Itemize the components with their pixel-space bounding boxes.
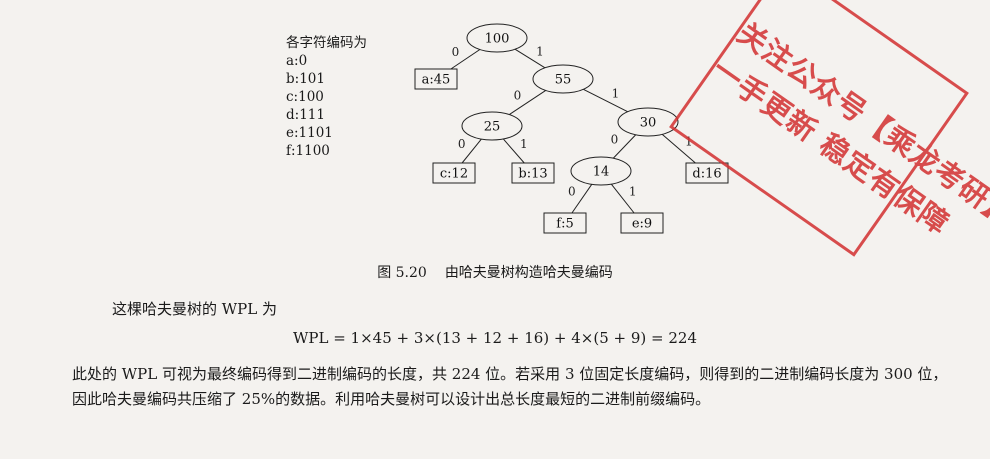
intro-text: 这棵哈夫曼树的 WPL 为 (112, 300, 278, 318)
edge-label: 1 (629, 185, 637, 199)
figure-number: 图 5.20 (377, 265, 427, 281)
edge-label: 0 (611, 133, 619, 147)
edge-label: 0 (514, 89, 522, 103)
leaf-node (620, 212, 664, 234)
node-label: 25 (484, 120, 501, 135)
tree-edge (571, 184, 593, 214)
node-label: a:45 (422, 73, 451, 88)
tree-edge (583, 88, 628, 113)
internal-node (570, 156, 632, 186)
tree-edge (502, 138, 525, 164)
code-item: d:111 (286, 107, 325, 123)
node-label: f:5 (556, 217, 573, 232)
leaf-node (414, 68, 458, 90)
code-item: e:1101 (286, 125, 333, 141)
node-label: 100 (485, 32, 510, 47)
node-label: 30 (640, 116, 657, 131)
node-label: b:13 (518, 167, 547, 182)
code-list-heading: 各字符编码为 (286, 35, 367, 51)
edge-label: 1 (520, 137, 528, 151)
node-label: d:16 (692, 167, 721, 182)
edge-label: 1 (612, 87, 620, 101)
code-item: f:1100 (286, 143, 330, 159)
leaf-node (543, 212, 587, 234)
node-label: 55 (555, 73, 572, 88)
node-label: e:9 (632, 217, 652, 232)
tree-edge (509, 90, 546, 115)
internal-node (532, 64, 594, 94)
edge-label: 0 (458, 137, 466, 151)
tree-edge (610, 183, 635, 214)
node-label: 14 (593, 165, 610, 180)
code-item: b:101 (286, 71, 325, 87)
node-label: c:12 (440, 167, 468, 182)
code-item: c:100 (286, 89, 324, 105)
body-paragraph: 此处的 WPL 可视为最终编码得到二进制编码的长度，共 224 位。若采用 3 … (72, 365, 948, 408)
leaf-node (511, 162, 555, 184)
figure-caption: 图 5.20 由哈夫曼树构造哈夫曼编码 (0, 262, 990, 282)
code-list: 各字符编码为 a:0 b:101 c:100 d:111 e:1101 f:11… (286, 34, 367, 160)
internal-node (461, 111, 523, 141)
tree-edge (461, 138, 482, 164)
edge-label: 1 (536, 45, 544, 59)
figure-title: 由哈夫曼树构造哈夫曼编码 (444, 265, 613, 281)
edge-label: 1 (685, 135, 693, 149)
tree-edge (514, 48, 546, 69)
tree-edge (450, 49, 481, 70)
leaf-node (685, 162, 729, 184)
code-item: a:0 (286, 53, 308, 69)
wpl-formula: WPL = 1×45 + 3×(13 + 12 + 16) + 4×(5 + 9… (292, 329, 697, 347)
leaf-node (432, 162, 476, 184)
internal-node (466, 23, 528, 53)
internal-node (617, 107, 679, 137)
edge-label: 0 (568, 185, 576, 199)
tree-edge (661, 133, 696, 164)
edge-label: 0 (452, 45, 460, 59)
tree-edge (612, 134, 637, 159)
